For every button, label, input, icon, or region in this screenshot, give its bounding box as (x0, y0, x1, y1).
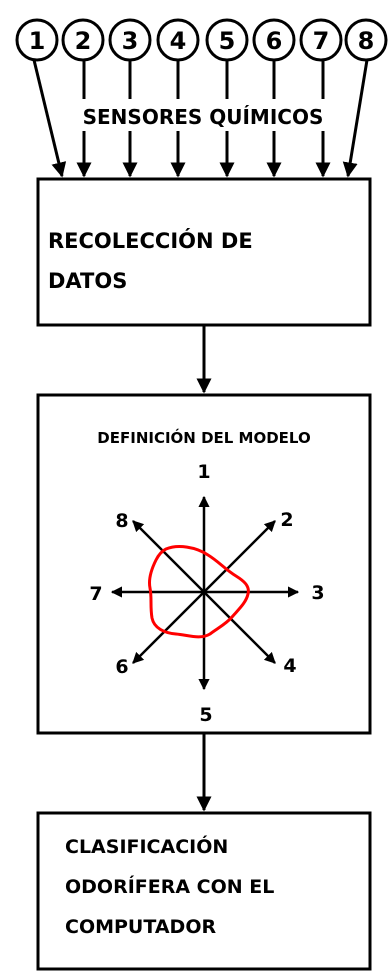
axis-2 (203, 520, 276, 593)
sensor-circle (15, 18, 59, 62)
sensor-number: 8 (358, 27, 375, 55)
sensor-number: 4 (170, 27, 187, 55)
sensor-4: 4 (156, 18, 200, 62)
sensor-2: 2 (61, 18, 105, 62)
axis-4 (203, 591, 276, 664)
axis-label-2: 2 (280, 509, 293, 531)
sensor-1: 1 (15, 18, 59, 62)
sensor-7: 7 (299, 18, 343, 62)
sensor-number: 3 (122, 27, 139, 55)
axis-label-1: 1 (197, 461, 210, 483)
sensor-number: 2 (75, 27, 92, 55)
axis-label-5: 5 (199, 704, 212, 726)
data-collection-line-1: RECOLECCIÓN DE (48, 228, 253, 253)
axis-label-7: 7 (89, 583, 102, 605)
axis-label-4: 4 (283, 655, 296, 677)
sensor-8: 8 (344, 18, 388, 62)
sensor-number: 5 (219, 27, 236, 55)
sensor-3: 3 (108, 18, 152, 62)
classification-line-1: CLASIFICACIÓN (65, 834, 228, 858)
odor-profile (148, 545, 250, 639)
sensor-number: 7 (313, 27, 330, 55)
axis-label-3: 3 (311, 582, 324, 604)
sensor-row: 1 2 3 4 5 6 7 8 (15, 18, 388, 62)
axis-label-8: 8 (115, 510, 128, 532)
data-collection-line-2: DATOS (48, 269, 127, 293)
classification-line-2: ODORÍFERA CON EL (65, 875, 274, 898)
sensor-5: 5 (205, 18, 249, 62)
sensor-number: 6 (266, 27, 283, 55)
axis-label-6: 6 (115, 656, 128, 678)
sensors-label-bg (60, 99, 345, 131)
model-definition-title: DEFINICIÓN DEL MODELO (97, 428, 310, 447)
axis-8 (132, 520, 205, 593)
sensor-number: 1 (29, 27, 46, 55)
axis-6 (132, 591, 205, 664)
classification-line-3: COMPUTADOR (65, 916, 216, 938)
sensor-arrow-1 (32, 59, 67, 178)
sensor-6: 6 (252, 18, 296, 62)
radial-axes (110, 495, 300, 691)
sensor-circle (299, 18, 343, 62)
sensor-arrow-8 (342, 59, 369, 178)
classification-box (36, 811, 372, 971)
sensors-label: SENSORES QUÍMICOS (83, 105, 324, 129)
data-collection-box (36, 177, 372, 327)
